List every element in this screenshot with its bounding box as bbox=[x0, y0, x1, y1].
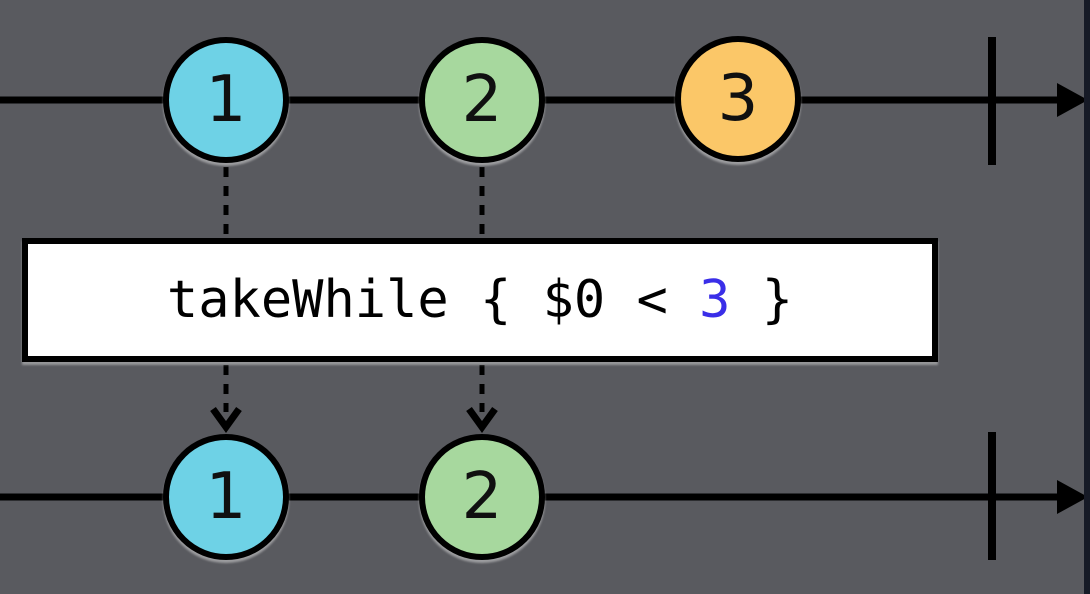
arrow-operator-to-output1-head-icon bbox=[210, 406, 242, 433]
input-marble-1-label: 1 bbox=[205, 63, 247, 137]
output-marble-1: 1 bbox=[163, 434, 289, 560]
output-marble-2: 2 bbox=[419, 434, 545, 560]
output-timeline-arrowhead-icon bbox=[1057, 480, 1088, 514]
output-marble-2-label: 2 bbox=[461, 460, 503, 534]
arrow-operator-to-output2-head-icon bbox=[466, 406, 498, 433]
operator-expression-suffix: } bbox=[730, 270, 794, 330]
output-marble-1-label: 1 bbox=[205, 460, 247, 534]
operator-expression-prefix: takeWhile { $0 < bbox=[166, 270, 700, 330]
operator-box: takeWhile { $0 < 3 } bbox=[22, 238, 938, 362]
operator-expression-argument: 3 bbox=[699, 270, 731, 330]
input-marble-2-label: 2 bbox=[461, 63, 503, 137]
input-marble-2: 2 bbox=[419, 37, 545, 163]
window-edge-strip bbox=[1084, 0, 1090, 594]
operator-expression: takeWhile { $0 < 3 } bbox=[167, 270, 793, 330]
input-marble-3: 3 bbox=[675, 36, 801, 162]
input-marble-1: 1 bbox=[163, 37, 289, 163]
input-marble-3-label: 3 bbox=[717, 62, 759, 136]
input-timeline-arrowhead-icon bbox=[1057, 83, 1088, 117]
